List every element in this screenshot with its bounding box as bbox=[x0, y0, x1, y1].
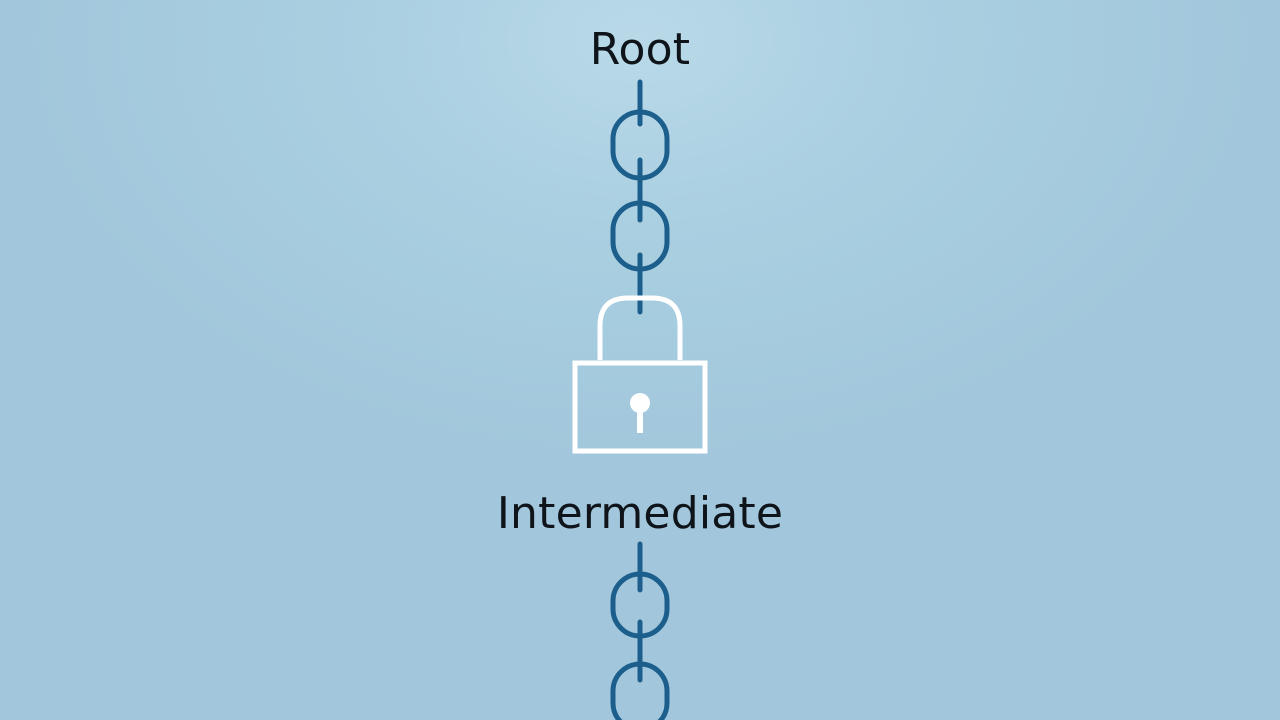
keyhole-slot bbox=[637, 405, 643, 433]
chain-link bbox=[610, 661, 670, 720]
intermediate-label: Intermediate bbox=[496, 488, 784, 539]
padlock-shackle bbox=[597, 295, 683, 360]
padlock-icon bbox=[572, 295, 708, 454]
keyhole-icon bbox=[630, 393, 650, 413]
padlock-body bbox=[572, 360, 708, 454]
chain-icon bbox=[610, 79, 670, 315]
root-label: Root bbox=[589, 24, 691, 75]
chain-icon bbox=[610, 541, 670, 720]
